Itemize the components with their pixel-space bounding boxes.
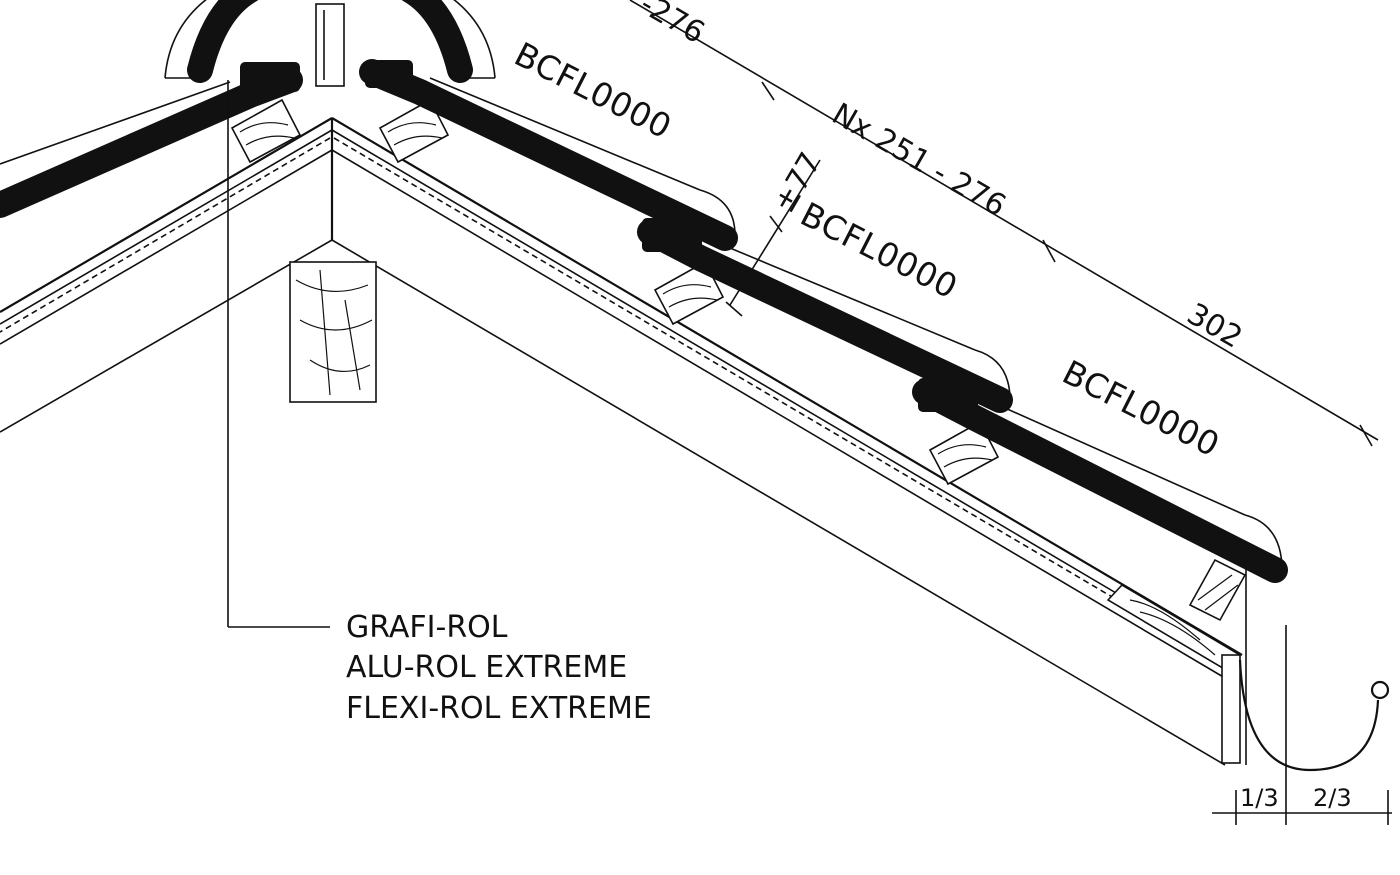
eave-batten [1188,558,1247,622]
gutter-ratio-left-label: 1/3 [1240,784,1279,812]
ridge-material-note: GRAFI-ROL ALU-ROL EXTREME FLEXI-ROL EXTR… [346,610,652,726]
ridge-beam [289,261,377,403]
tile-code-label: BCFL0000 [794,194,964,306]
ridge-board [315,3,345,87]
fascia-and-gutter [1221,560,1390,825]
gutter [1238,659,1380,772]
note-leader [227,80,330,628]
left-slope-structure [0,81,333,433]
gutter-ratio-right-label: 2/3 [1313,784,1352,812]
dimension-batten-gauge-label: Nx 251 - 276 [826,97,1012,224]
tile-code-label: BCFL0000 [508,34,678,146]
tile-1 [359,59,738,251]
tile-labels: BCFL0000 BCFL0000 BCFL0000 [508,34,1226,464]
tile-code-label: BCFL0000 [1056,352,1226,464]
tile-3 [912,379,1288,583]
ridge-cap-tile [164,0,496,83]
dimension-eave-label: 302 [1181,297,1248,356]
tile-2 [637,219,1013,413]
batten [928,420,1000,486]
note-line-1: GRAFI-ROL [346,610,508,645]
note-line-2: ALU-ROL EXTREME [346,650,627,685]
note-line-3: FLEXI-ROL EXTREME [346,691,652,726]
dimension-lines [629,0,1392,825]
batten [230,98,302,164]
dimension-top-label: -276 [634,0,710,51]
batten [378,98,450,164]
roof-tiles [0,59,1288,583]
batten [653,260,725,326]
right-slope-structure [330,117,1243,766]
